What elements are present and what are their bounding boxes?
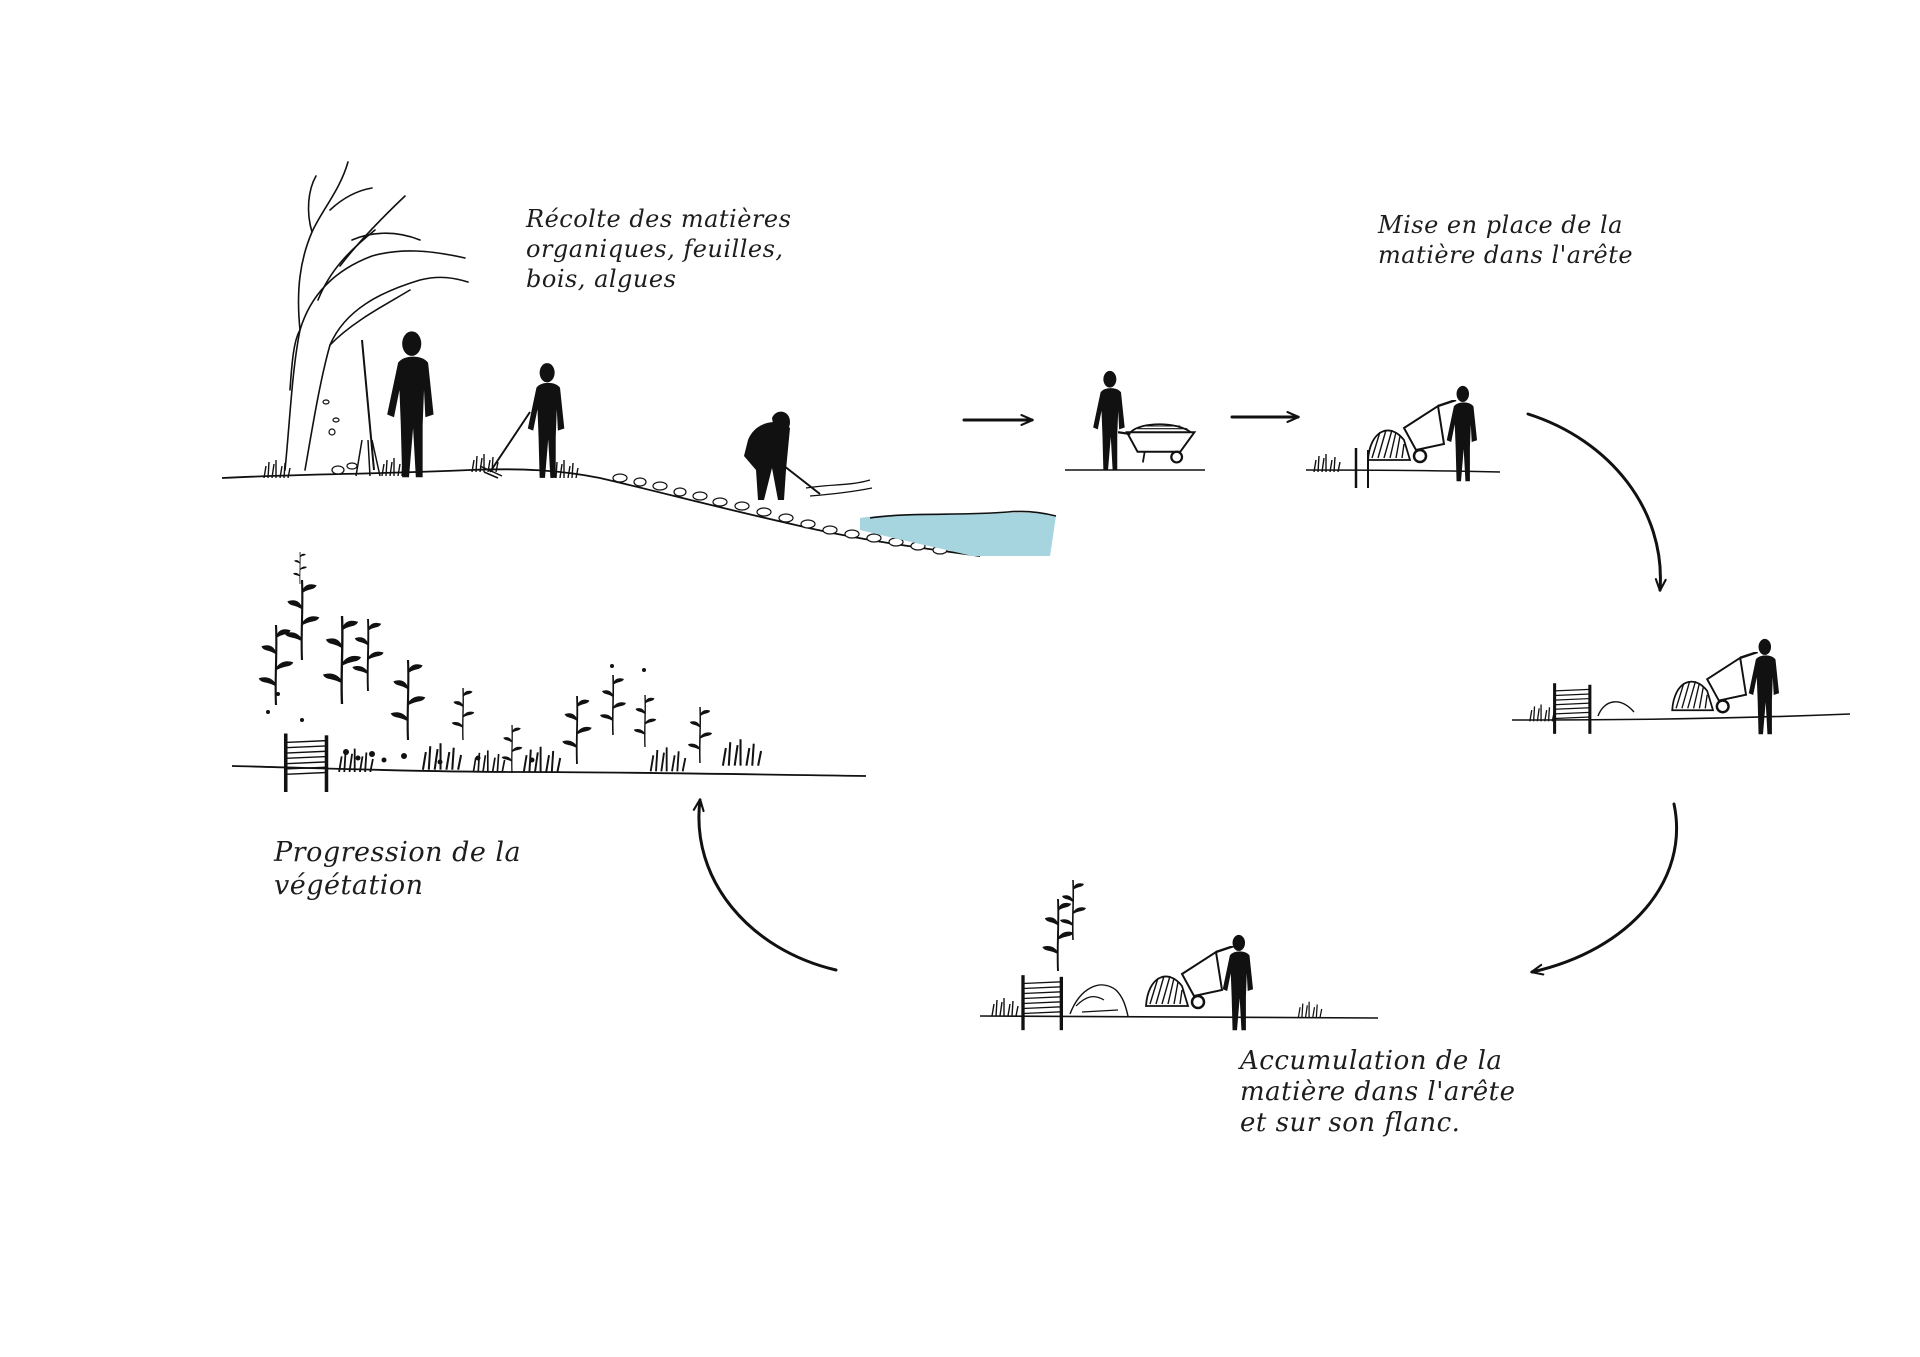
plant-icon (389, 658, 427, 742)
wooden-fence-icon (283, 731, 329, 792)
harvest-scene (221, 161, 1057, 557)
plant-icon (292, 551, 308, 585)
plant-icon (450, 686, 476, 742)
person-silhouette-icon (355, 331, 434, 478)
caption-line: bois, algues (526, 265, 677, 293)
caption-line: Récolte des matières (526, 205, 792, 233)
plant-icon (350, 617, 386, 693)
plant-icon (257, 623, 295, 707)
plant-icon (283, 578, 321, 662)
caption-line: Mise en place de la (1378, 211, 1623, 239)
wheelbarrow-scene (1065, 370, 1205, 471)
caption-line: matière dans l'arête (1378, 241, 1634, 269)
arrow-icon (1530, 802, 1679, 976)
placement-scene (1305, 385, 1501, 488)
person-silhouette-icon (744, 411, 873, 500)
water-body (860, 512, 1056, 556)
caption-placement: Mise en place de la matière dans l'arête (1378, 210, 1633, 270)
plant-icon (598, 673, 628, 737)
leaf-litter (266, 664, 646, 765)
wheelbarrow-icon (1366, 400, 1458, 464)
caption-progression: Progression de la végétation (274, 836, 521, 902)
arrow-icon (1526, 412, 1667, 592)
caption-harvest: Récolte des matières organiques, feuille… (526, 204, 791, 294)
caption-line: Progression de la (274, 837, 522, 868)
tree-icon (284, 161, 469, 471)
person-silhouette-icon (479, 363, 565, 479)
vegetation-scene (231, 551, 867, 792)
wheelbarrow-icon (1144, 946, 1236, 1010)
plant-icon (321, 614, 363, 706)
caption-line: végétation (274, 870, 424, 901)
wooden-fence-icon (1552, 681, 1592, 736)
pebbles (322, 399, 948, 555)
plant-icon (632, 693, 658, 749)
person-silhouette-icon (1093, 370, 1125, 471)
wheelbarrow-icon (1670, 652, 1759, 714)
caption-line: matière dans l'arête (1240, 1077, 1516, 1107)
plant-icon (500, 724, 524, 774)
plant-icon (686, 706, 714, 764)
plant-icon (561, 694, 593, 766)
plant-icon (1041, 897, 1075, 973)
caption-line: Accumulation de la (1240, 1046, 1503, 1076)
plant-icon (1058, 878, 1088, 942)
placement-progress-scene (1511, 638, 1851, 736)
accumulation-scene (979, 878, 1379, 1033)
wooden-fence-icon (1021, 973, 1064, 1033)
caption-accumulation: Accumulation de la matière dans l'arête … (1240, 1046, 1516, 1139)
arrow-icon (692, 798, 838, 972)
caption-line: organiques, feuilles, (526, 235, 784, 263)
wheelbarrow-icon (1118, 423, 1196, 464)
person-silhouette-icon (1446, 385, 1478, 482)
caption-line: et sur son flanc. (1240, 1108, 1461, 1138)
